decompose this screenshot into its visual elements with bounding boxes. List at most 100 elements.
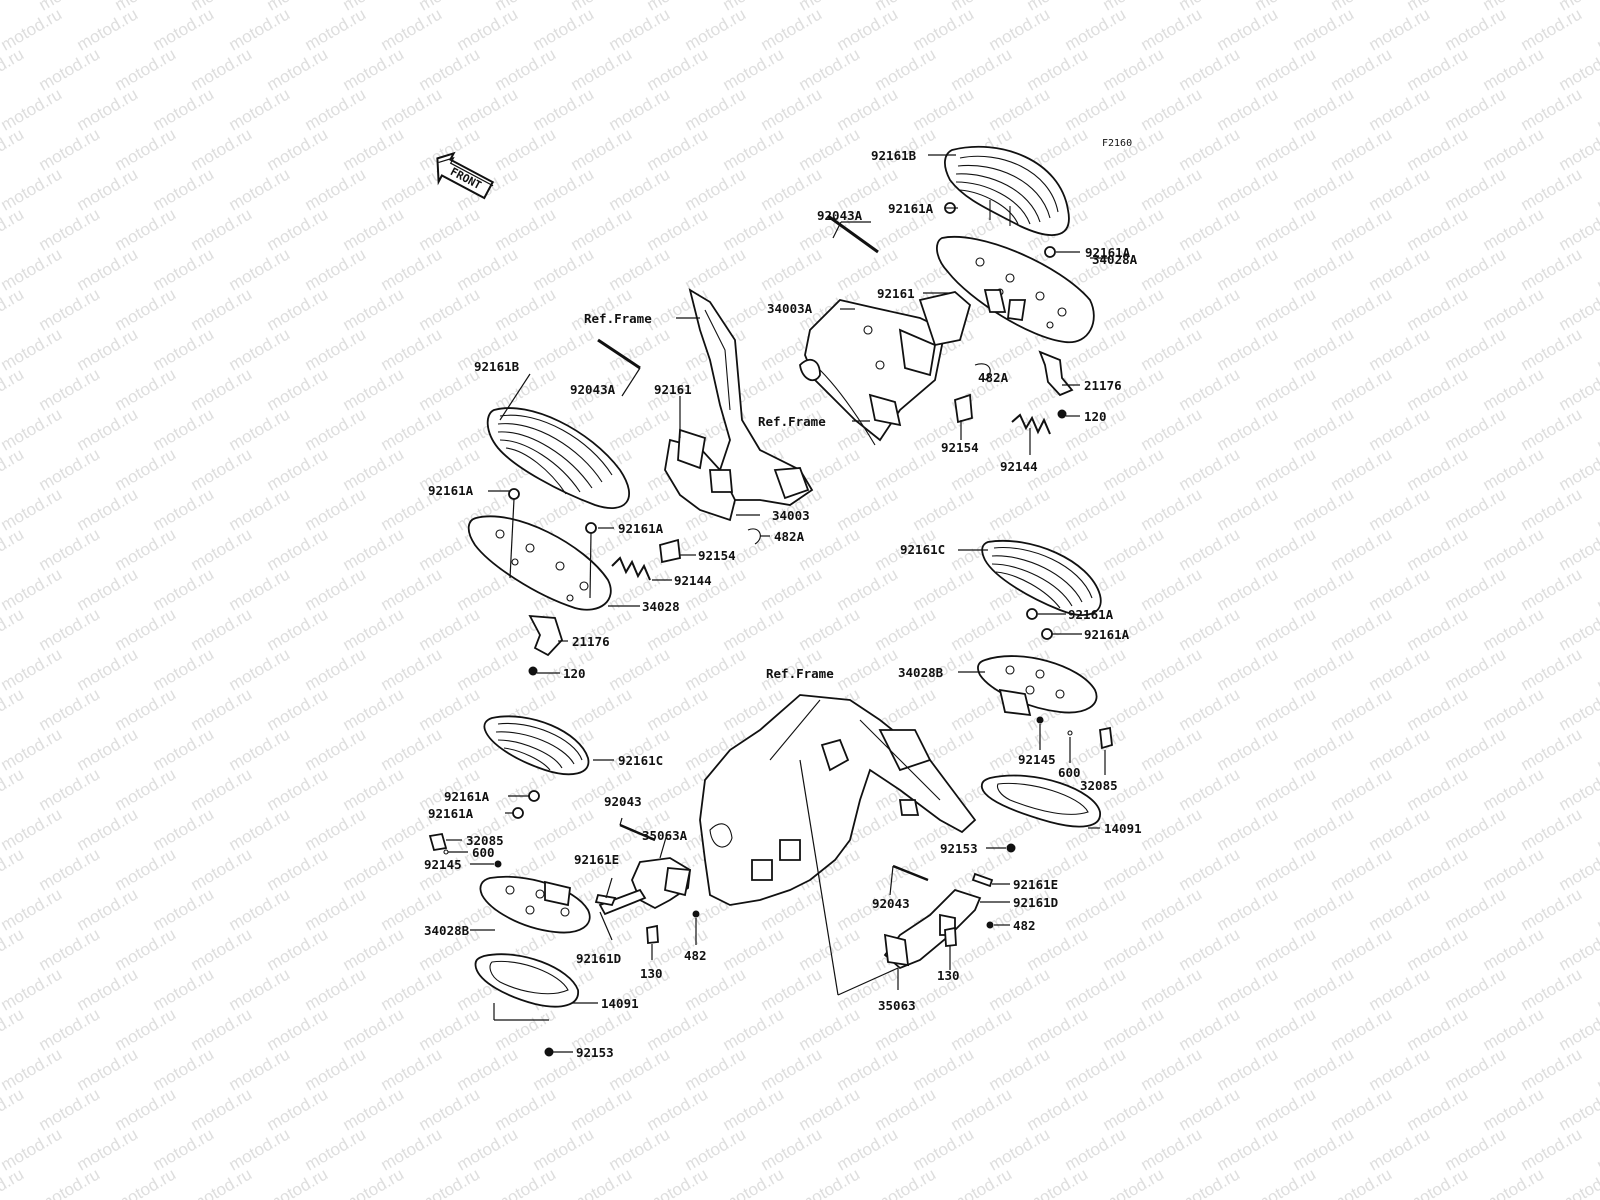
label-34028B-right: 34028B: [898, 665, 944, 680]
label-92154-left: 92154: [698, 548, 736, 563]
label-21176-top: 21176: [1084, 378, 1122, 393]
pin-92145-right: [1036, 716, 1044, 724]
frame-edge-top: [819, 369, 876, 446]
label-92043-right: 92043: [872, 896, 910, 911]
label-92161A-left1: 92161A: [428, 483, 474, 498]
label-92161-top: 92161: [877, 286, 915, 301]
label-482-right: 482: [1013, 918, 1036, 933]
label-482-left: 482: [684, 948, 707, 963]
pin-482-left: [692, 910, 700, 918]
label-14091-right: 14091: [1104, 821, 1142, 836]
plate-34028B-right: [977, 655, 1098, 717]
front-arrow-icon: FRONT: [436, 151, 495, 200]
floorboard-left-middle: [486, 407, 630, 509]
pin-482-right: [986, 921, 994, 929]
label-ref-frame-2: Ref.Frame: [758, 414, 826, 429]
bracket-35063A: [598, 857, 692, 916]
label-92161B-left: 92161B: [474, 359, 520, 374]
bracket-34003: [664, 428, 736, 522]
label-32085-left: 32085: [466, 833, 504, 848]
label-92153-left: 92153: [576, 1045, 614, 1060]
cover-14091-right: [980, 774, 1101, 828]
damper-92161A-l-lower1: [528, 790, 540, 802]
label-600-right: 600: [1058, 765, 1081, 780]
ring-600-left: [443, 849, 449, 855]
label-ref-frame-3: Ref.Frame: [766, 666, 834, 681]
label-92145-right: 92145: [1018, 752, 1056, 767]
label-92161C-left: 92161C: [618, 753, 663, 768]
plate-34028B-left: [479, 875, 591, 934]
label-35063: 35063: [878, 998, 916, 1013]
label-92145-left: 92145: [424, 857, 462, 872]
plate-34028A: [936, 236, 1095, 343]
bolt-92153-left: [544, 1047, 554, 1057]
label-92043A-left: 92043A: [570, 382, 616, 397]
clip-482A-top: [974, 363, 991, 381]
frame-lower: [699, 694, 977, 906]
spring-92144-left: [611, 556, 651, 581]
pin-92145-left: [494, 860, 502, 868]
damper-92161A-l-lower2: [512, 807, 524, 819]
pin-92043A-top: [827, 214, 879, 254]
label-92154-top: 92154: [941, 440, 979, 455]
damper-92161A-top2: [1044, 246, 1056, 258]
clamp-21176-top: [1038, 350, 1074, 397]
clamp-21176-left: [528, 614, 564, 657]
label-130-left: 130: [640, 966, 663, 981]
label-21176-left: 21176: [572, 634, 610, 649]
clip-482A-left: [747, 528, 761, 545]
pin-92043A-left: [597, 338, 641, 370]
ring-600-right: [1067, 730, 1073, 736]
label-92161A-top1: 92161A: [888, 201, 934, 216]
label-34003A: 34003A: [767, 301, 813, 316]
bracket-34003A: [799, 291, 972, 442]
label-92161A-top2: 92161A: [1085, 245, 1131, 260]
leader-lines: [446, 154, 1110, 1053]
cover-14091-left: [474, 953, 579, 1008]
diagram-code: F2160: [1102, 138, 1132, 149]
label-92161D-left: 92161D: [576, 951, 621, 966]
floorboard-top-right: [944, 145, 1070, 236]
bolt-130-left: [646, 924, 659, 944]
damper-92161A-r1: [1026, 608, 1038, 620]
label-92161A-l2: 92161A: [428, 806, 474, 821]
label-ref-frame-1: Ref.Frame: [584, 311, 652, 326]
plate-34028: [467, 515, 612, 611]
label-35063A: 35063A: [642, 828, 688, 843]
label-92161E-left: 92161E: [574, 852, 619, 867]
bolt-120-left: [528, 666, 538, 676]
label-92161A-r2: 92161A: [1084, 627, 1130, 642]
label-120-left: 120: [563, 666, 586, 681]
floorboard-right-lower: [981, 540, 1102, 616]
spring-92144-top: [1011, 413, 1051, 435]
label-92144-left: 92144: [674, 573, 712, 588]
label-34028A: 34028A: [1092, 252, 1138, 267]
label-92153-right: 92153: [940, 841, 978, 856]
label-34028: 34028: [642, 599, 680, 614]
label-92161B-top: 92161B: [871, 148, 917, 163]
label-92161E-right: 92161E: [1013, 877, 1058, 892]
label-92144-top: 92144: [1000, 459, 1038, 474]
damper-92161A-l2: [585, 522, 597, 534]
bolt-120-top: [1057, 409, 1067, 419]
floorboard-left-lower: [483, 715, 590, 776]
pin-92043-left: [619, 823, 656, 842]
tab-32085-right: [1099, 726, 1113, 750]
label-92043A-top: 92043A: [817, 208, 863, 223]
bolt-92154-top: [954, 393, 973, 424]
label-482A-left: 482A: [774, 529, 805, 544]
label-130-right: 130: [937, 968, 960, 983]
label-34003: 34003: [772, 508, 810, 523]
label-92161C-right: 92161C: [900, 542, 945, 557]
label-32085-right: 32085: [1080, 778, 1118, 793]
label-482A-top: 482A: [978, 370, 1009, 385]
damper-92161A-r2: [1041, 628, 1053, 640]
label-92161A-left2: 92161A: [618, 521, 664, 536]
tab-32085-left: [428, 832, 448, 852]
label-92161A-r1: 92161A: [1068, 607, 1114, 622]
label-92043-left: 92043: [604, 794, 642, 809]
spacer-92161E-right: [971, 872, 994, 888]
label-92161-left: 92161: [654, 382, 692, 397]
damper-92161A-l1: [508, 488, 520, 500]
